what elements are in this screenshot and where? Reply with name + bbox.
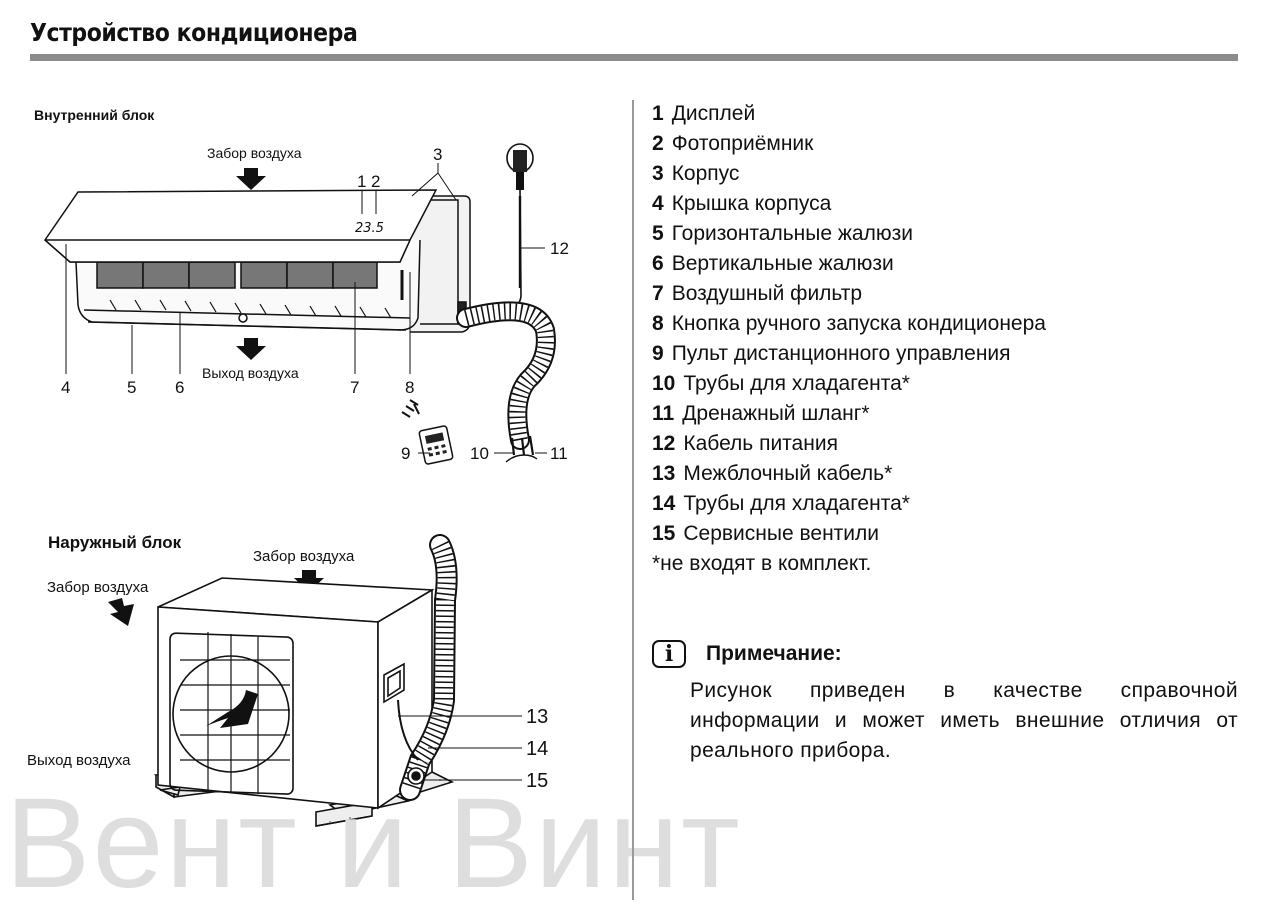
list-item: 14 Трубы для хладагента* <box>652 489 1252 519</box>
indoor-display: 23.5 <box>355 221 384 236</box>
outdoor-air-in-side-label: Забор воздуха <box>47 579 149 596</box>
list-item: 8 Кнопка ручного запуска кондиционера <box>652 309 1252 339</box>
unit-diagram: Внутренний блок Забор воздуха <box>0 70 630 919</box>
callout-9: 9 <box>401 444 410 463</box>
list-item: 4 Крышка корпуса <box>652 189 1252 219</box>
callout-4: 4 <box>61 378 70 397</box>
page-title: Устройство кондиционера <box>30 18 358 47</box>
fan-airflow-arrow-icon <box>206 690 258 728</box>
list-item: 7 Воздушный фильтр <box>652 279 1252 309</box>
outdoor-air-in-side-arrow-icon <box>108 598 134 626</box>
indoor-air-out-label: Выход воздуха <box>202 365 299 381</box>
callout-10: 10 <box>470 444 489 463</box>
list-item: 1 Дисплей <box>652 99 1252 129</box>
part-label: Трубы для хладагента* <box>683 372 910 395</box>
part-label: Вертикальные жалюзи <box>671 252 894 275</box>
outdoor-leader-lines <box>398 715 522 781</box>
part-number: 12 <box>652 432 676 455</box>
indoor-leader-lines <box>65 163 547 454</box>
power-plug-icon <box>506 143 534 190</box>
callout-15: 15 <box>526 770 548 792</box>
note-text: Рисунок приведен в качестве справочной и… <box>690 679 1238 762</box>
part-number: 10 <box>652 372 676 395</box>
list-item: 2 Фотоприёмник <box>652 129 1252 159</box>
part-label: Дренажный шланг* <box>682 402 870 425</box>
part-label: Фотоприёмник <box>671 132 814 155</box>
callout-2: 2 <box>371 172 380 191</box>
part-number: 7 <box>652 282 664 305</box>
part-number: 9 <box>652 342 664 365</box>
part-label: Крышка корпуса <box>671 192 832 215</box>
callout-14: 14 <box>526 738 548 760</box>
part-number: 13 <box>652 462 676 485</box>
list-item: 13 Межблочный кабель* <box>652 459 1252 489</box>
indoor-heading: Внутренний блок <box>34 107 155 123</box>
list-item: 15 Сервисные вентили <box>652 519 1252 549</box>
note-header: i Примечание: <box>652 640 842 668</box>
part-label: Пульт дистанционного управления <box>671 342 1011 365</box>
part-label: Дисплей <box>671 102 756 125</box>
part-number: 2 <box>652 132 664 155</box>
callout-8: 8 <box>405 378 414 397</box>
list-item: 10 Трубы для хладагента* <box>652 369 1252 399</box>
part-number: 3 <box>652 162 664 185</box>
outdoor-air-in-top-label: Забор воздуха <box>253 548 355 565</box>
part-label: Воздушный фильтр <box>671 282 863 305</box>
part-number: 11 <box>652 402 675 425</box>
part-label: Горизонтальные жалюзи <box>671 222 913 245</box>
part-label: Кабель питания <box>683 432 838 455</box>
column-divider <box>632 100 634 900</box>
title-rule <box>30 54 1238 61</box>
part-label: Сервисные вентили <box>683 522 880 545</box>
part-label: Кнопка ручного запуска кондиционера <box>671 312 1046 335</box>
power-cable <box>465 189 522 313</box>
footnote: *не входят в комплект. <box>652 552 872 575</box>
part-number: 4 <box>652 192 664 215</box>
callout-13: 13 <box>526 706 548 728</box>
outdoor-heading: Наружный блок <box>48 533 182 552</box>
outdoor-air-in-top-arrow-icon <box>294 570 324 592</box>
part-number: 15 <box>652 522 676 545</box>
list-item: 9 Пульт дистанционного управления <box>652 339 1252 369</box>
callout-12: 12 <box>550 239 569 258</box>
callout-6: 6 <box>175 378 184 397</box>
indoor-unit-drawing <box>44 189 471 333</box>
callout-5: 5 <box>127 378 136 397</box>
part-number: 14 <box>652 492 676 515</box>
list-item: 3 Корпус <box>652 159 1252 189</box>
callout-1: 1 <box>357 172 366 191</box>
outdoor-air-out-label: Выход воздуха <box>27 752 131 769</box>
part-number: 5 <box>652 222 664 245</box>
info-icon: i <box>652 640 686 668</box>
callout-7: 7 <box>350 378 359 397</box>
list-item: 12 Кабель питания <box>652 429 1252 459</box>
indoor-air-in-label: Забор воздуха <box>207 145 302 161</box>
callout-3: 3 <box>433 145 442 164</box>
part-label: Межблочный кабель* <box>683 462 893 485</box>
part-label: Корпус <box>671 162 740 185</box>
remote-control-icon <box>401 399 454 465</box>
list-item: 5 Горизонтальные жалюзи <box>652 219 1252 249</box>
list-item: 11 Дренажный шланг* <box>652 399 1252 429</box>
air-out-arrow-icon <box>236 338 266 360</box>
part-number: 8 <box>652 312 664 335</box>
part-label: Трубы для хладагента* <box>683 492 910 515</box>
refrigerant-pipe-bundle <box>456 301 556 463</box>
note-title: Примечание: <box>706 642 842 665</box>
list-item: 6 Вертикальные жалюзи <box>652 249 1252 279</box>
part-number: 6 <box>652 252 664 275</box>
outdoor-unit-drawing <box>153 534 458 827</box>
parts-list: 1 Дисплей 2 Фотоприёмник 3 Корпус 4 Крышка к… <box>652 99 1252 549</box>
callout-11: 11 <box>550 444 568 463</box>
air-in-arrow-icon <box>236 168 266 190</box>
part-number: 1 <box>652 102 664 125</box>
